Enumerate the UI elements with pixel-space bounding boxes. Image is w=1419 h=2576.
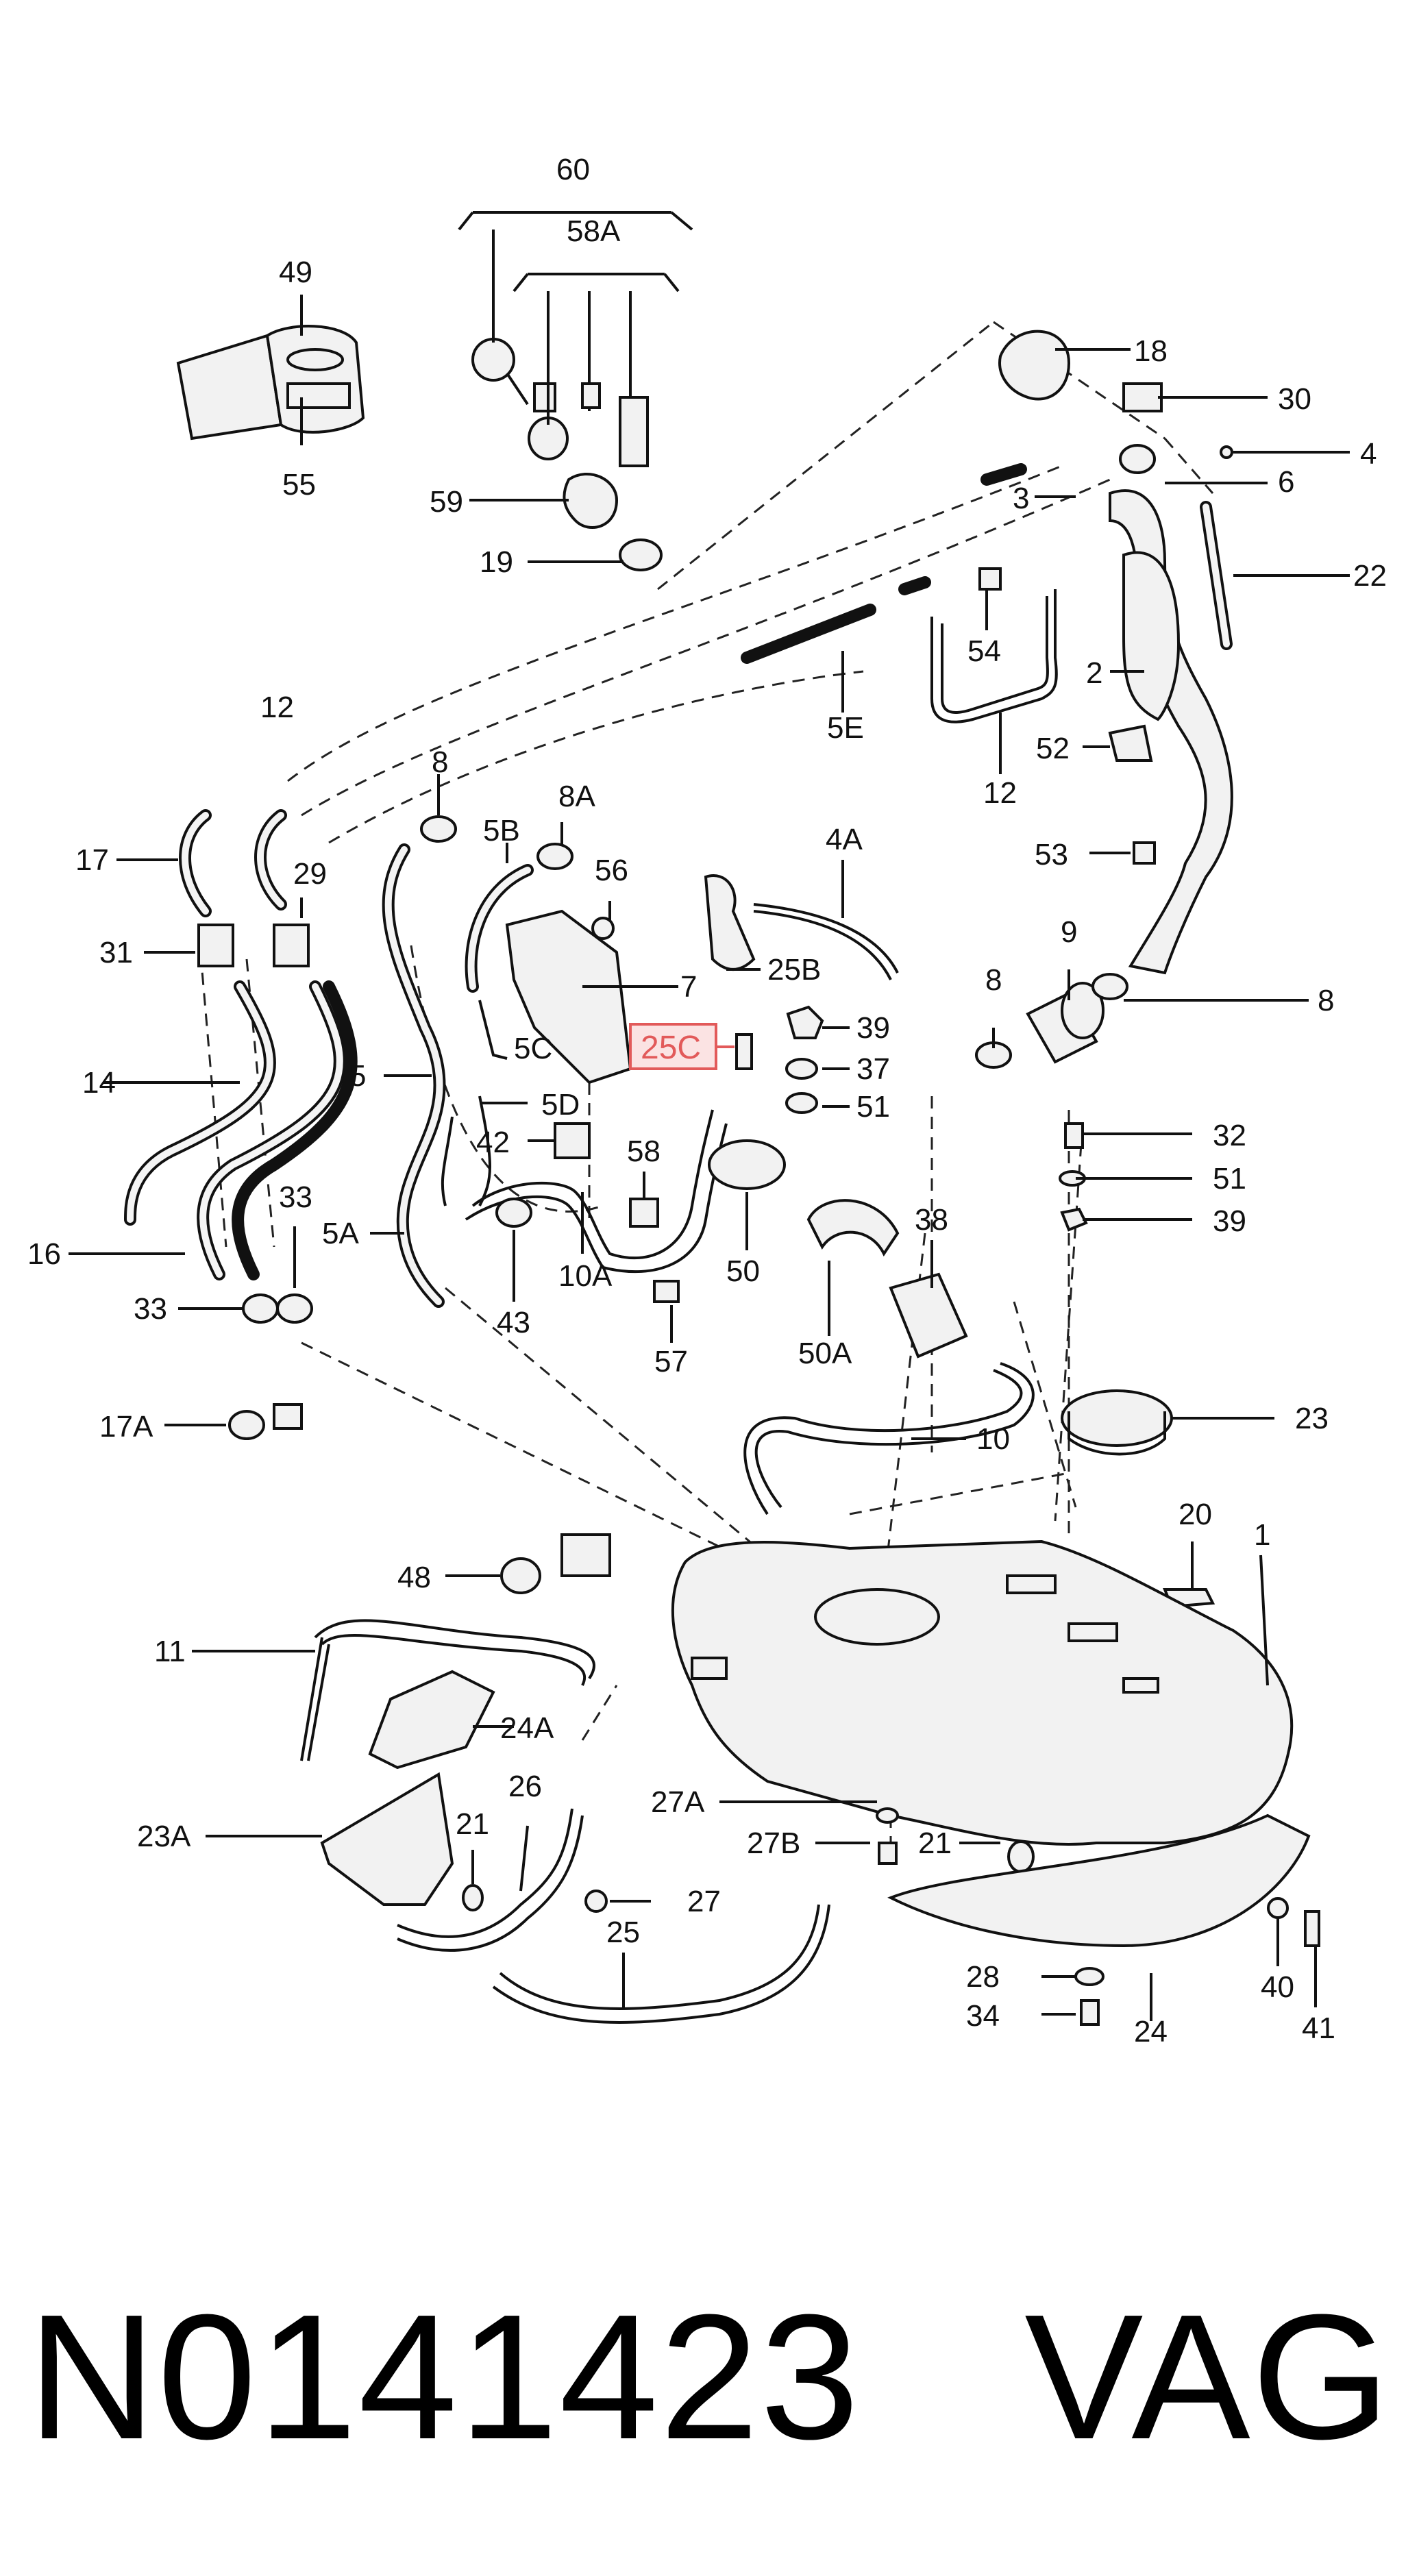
callout-51-right: 51	[1213, 1162, 1246, 1196]
callout-5b: 5B	[483, 814, 520, 847]
callout-26: 26	[508, 1770, 542, 1803]
callout-24a: 24A	[500, 1711, 554, 1745]
callout-39-right: 39	[1213, 1204, 1246, 1238]
callout-23a: 23A	[137, 1820, 191, 1853]
callout-22: 22	[1353, 559, 1387, 593]
part-number: N0141423	[27, 2277, 861, 2477]
hoses-and-pipes	[124, 463, 1233, 1761]
callout-30: 30	[1278, 382, 1311, 416]
callout-59: 59	[430, 485, 463, 519]
footer: N0141423 VAG	[27, 2275, 1392, 2480]
callout-9: 9	[1061, 915, 1077, 949]
callout-49: 49	[279, 256, 312, 289]
callout-10: 10	[976, 1422, 1010, 1456]
callout-41: 41	[1302, 2011, 1335, 2045]
callout-27b: 27B	[747, 1826, 800, 1860]
callout-8a: 8A	[558, 780, 595, 813]
callout-27a: 27A	[651, 1785, 705, 1819]
callout-21-right: 21	[918, 1826, 952, 1860]
callout-39-top: 39	[856, 1011, 890, 1045]
callout-29: 29	[293, 857, 327, 891]
callout-42: 42	[476, 1126, 510, 1159]
callout-10a: 10A	[558, 1259, 613, 1293]
callout-31: 31	[99, 936, 133, 969]
callout-14: 14	[82, 1066, 116, 1100]
callout-16: 16	[27, 1237, 61, 1271]
callout-60: 60	[556, 153, 590, 186]
callout-25b: 25B	[767, 953, 821, 987]
highlight-label: 25C	[641, 1030, 701, 1066]
callout-52: 52	[1036, 732, 1070, 765]
callout-43: 43	[497, 1306, 530, 1339]
callout-20: 20	[1179, 1498, 1212, 1531]
callout-12-right: 12	[983, 776, 1017, 810]
callout-8-mid: 8	[985, 963, 1002, 997]
callout-11: 11	[154, 1635, 186, 1668]
callout-40: 40	[1261, 1970, 1294, 2004]
callout-6: 6	[1278, 465, 1294, 499]
callout-24: 24	[1134, 2015, 1168, 2048]
callout-56: 56	[595, 854, 628, 887]
callout-55: 55	[282, 468, 316, 501]
callout-23: 23	[1295, 1402, 1329, 1435]
callout-54: 54	[967, 634, 1001, 668]
callout-21-left: 21	[456, 1807, 489, 1841]
callout-5a: 5A	[322, 1217, 359, 1250]
callout-8-top: 8	[432, 745, 448, 779]
callout-28: 28	[966, 1960, 1000, 1994]
callout-58: 58	[627, 1135, 661, 1168]
callout-33-left: 33	[134, 1292, 167, 1326]
callout-5e: 5E	[827, 711, 864, 745]
callout-8-right: 8	[1318, 984, 1334, 1017]
callout-12-left: 12	[260, 691, 294, 724]
callout-50a: 50A	[798, 1337, 852, 1370]
callout-19: 19	[480, 545, 513, 579]
callout-51-mid: 51	[856, 1090, 890, 1124]
callout-34: 34	[966, 1999, 1000, 2033]
highlight-25c: 25C	[629, 1023, 735, 1070]
callout-5c: 5C	[514, 1032, 552, 1065]
callout-33-top: 33	[279, 1180, 312, 1214]
callout-58a: 58A	[567, 214, 621, 248]
brand-name: VAG	[1024, 2277, 1392, 2477]
callout-38: 38	[915, 1203, 948, 1237]
callout-25: 25	[606, 1916, 640, 1949]
callout-50: 50	[726, 1254, 760, 1288]
callout-37: 37	[856, 1052, 890, 1086]
callout-2: 2	[1086, 656, 1102, 690]
callout-1: 1	[1254, 1518, 1270, 1552]
callout-labels: 60 58A 49 55 59 19 18 30 4 3 6 22 54 2 5…	[27, 153, 1387, 2048]
parts	[176, 325, 1320, 2026]
callout-7: 7	[680, 970, 697, 1004]
callout-5: 5	[349, 1059, 366, 1093]
callout-4a: 4A	[826, 823, 863, 856]
callout-48: 48	[397, 1561, 431, 1594]
callout-5d: 5D	[541, 1088, 580, 1122]
callout-27: 27	[687, 1885, 721, 1918]
callout-17a: 17A	[99, 1410, 153, 1444]
callout-3: 3	[1013, 482, 1029, 515]
leader-lines	[69, 211, 1350, 2021]
callout-32: 32	[1213, 1119, 1246, 1152]
callout-57: 57	[654, 1345, 688, 1378]
callout-18: 18	[1134, 334, 1168, 368]
callout-4: 4	[1360, 437, 1377, 471]
callout-53: 53	[1035, 838, 1068, 871]
callout-17: 17	[75, 843, 109, 877]
